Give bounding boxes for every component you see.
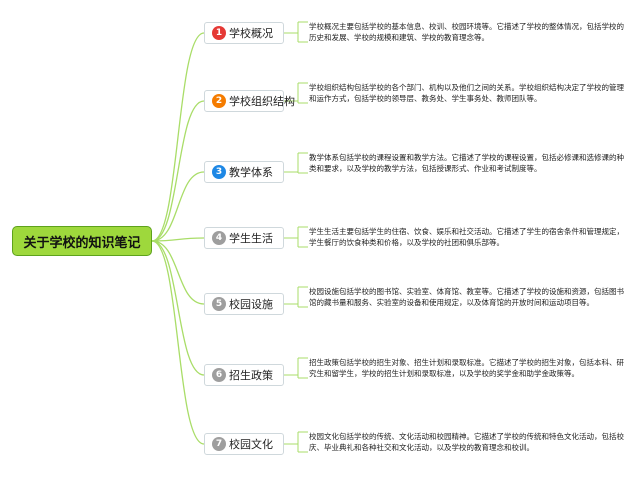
branch-to-description-bracket (284, 431, 308, 453)
root-to-branch-connector (151, 100, 205, 242)
description-teaching-system: 教学体系包括学校的课程设置和教学方法。它描述了学校的课程设置，包括必修课和选修课… (309, 153, 624, 173)
root-to-branch-connector (151, 240, 205, 376)
description-campus-facilities: 校园设施包括学校的图书馆、实验室、体育馆、教室等。它描述了学校的设施和资源，包括… (309, 287, 624, 307)
branch-label: 校园设施 (229, 298, 273, 311)
description-student-life: 学生生活主要包括学生的住宿、饮食、娱乐和社交活动。它描述了学生的宿舍条件和管理规… (309, 227, 624, 247)
branch-to-description-bracket (284, 82, 308, 104)
number-badge: 3 (212, 165, 226, 179)
branch-admission-policy[interactable]: 6 招生政策 (204, 364, 284, 386)
number-badge: 6 (212, 368, 226, 382)
root-topic-label: 关于学校的知识笔记 (23, 235, 141, 251)
branch-teaching-system[interactable]: 3 教学体系 (204, 161, 284, 183)
root-to-branch-connector (151, 240, 205, 305)
branch-to-description-bracket (284, 286, 308, 308)
branch-school-overview[interactable]: 1 学校概况 (204, 22, 284, 44)
branch-label: 招生政策 (229, 369, 273, 382)
branch-campus-culture[interactable]: 7 校园文化 (204, 433, 284, 455)
root-topic[interactable]: 关于学校的知识笔记 (12, 226, 152, 256)
branch-to-description-bracket (284, 226, 308, 248)
branch-to-description-bracket (284, 152, 308, 174)
number-badge: 5 (212, 297, 226, 311)
number-badge: 4 (212, 231, 226, 245)
branch-label: 学校概况 (229, 27, 273, 40)
branch-to-description-bracket (284, 357, 308, 379)
description-admission-policy: 招生政策包括学校的招生对象、招生计划和录取标准。它描述了学校的招生对象，包括本科… (309, 358, 624, 378)
branch-label: 学校组织结构 (229, 95, 295, 108)
branch-label: 校园文化 (229, 438, 273, 451)
branch-label: 教学体系 (229, 166, 273, 179)
description-school-overview: 学校概况主要包括学校的基本信息、校训、校园环境等。它描述了学校的整体情况，包括学… (309, 22, 624, 42)
number-badge: 7 (212, 437, 226, 451)
branch-campus-facilities[interactable]: 5 校园设施 (204, 293, 284, 315)
root-to-branch-connector (151, 171, 205, 242)
root-to-branch-connector (151, 32, 205, 242)
description-campus-culture: 校园文化包括学校的传统、文化活动和校园精神。它描述了学校的传统和特色文化活动，包… (309, 432, 624, 452)
branch-organization-structure[interactable]: 2 学校组织结构 (204, 90, 295, 112)
branch-to-description-bracket (284, 21, 308, 43)
description-organization-structure: 学校组织结构包括学校的各个部门、机构以及他们之间的关系。学校组织结构决定了学校的… (309, 83, 624, 103)
root-to-branch-connector (151, 240, 205, 445)
branch-student-life[interactable]: 4 学生生活 (204, 227, 284, 249)
root-to-branch-connector (151, 237, 205, 242)
number-badge: 2 (212, 94, 226, 108)
branch-label: 学生生活 (229, 232, 273, 245)
number-badge: 1 (212, 26, 226, 40)
